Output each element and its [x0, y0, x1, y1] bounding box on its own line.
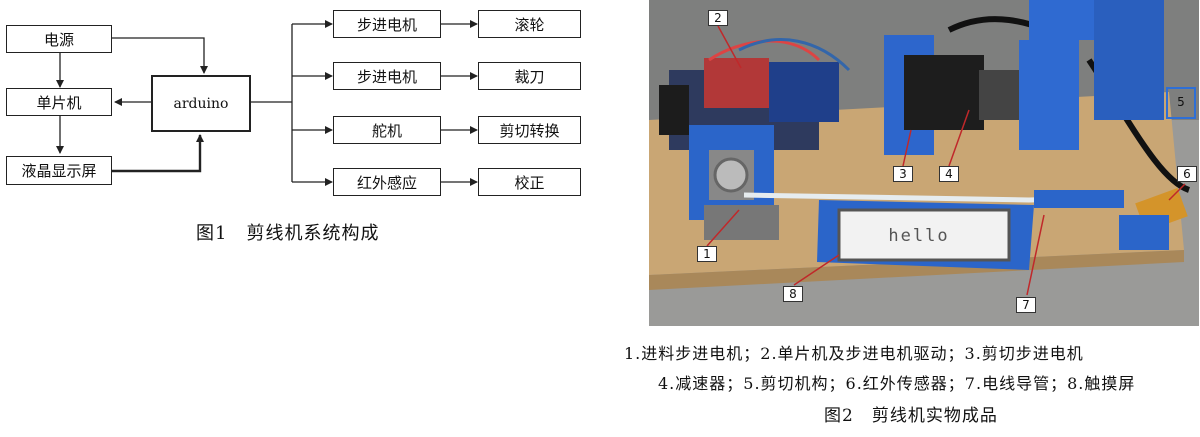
node-roller: 滚轮: [478, 10, 581, 38]
label-8: 8: [783, 286, 803, 302]
diagram-connectors: [56, 20, 478, 186]
node-arduino: arduino: [151, 75, 251, 132]
label-1: 1: [697, 246, 717, 262]
label-7: 7: [1016, 297, 1036, 313]
edge-power-arduino: [112, 37, 208, 74]
node-lcd: 液晶显示屏: [6, 156, 112, 185]
node-mcu: 单片机: [6, 88, 112, 116]
figure2-legend-line-1: 1.进料步进电机；2.单片机及步进电机驱动；3.剪切步进电机: [624, 344, 1084, 363]
label-2: 2: [708, 10, 728, 26]
figure2-legend-line-2: 4.减速器；5.剪切机构；6.红外传感器；7.电线导管；8.触摸屏: [658, 374, 1136, 393]
product-photo: hello 2 1 3 4 5 6 7 8: [649, 0, 1199, 326]
node-power: 电源: [6, 25, 112, 53]
node-cutter: 裁刀: [478, 62, 581, 90]
label-4: 4: [939, 166, 959, 182]
label-5: 5: [1177, 95, 1185, 109]
node-stepper-1: 步进电机: [333, 10, 441, 38]
figure2-caption: 图2 剪线机实物成品: [824, 406, 998, 426]
machine-illustration: [649, 0, 1199, 326]
node-servo: 舵机: [333, 116, 441, 144]
node-calibrate: 校正: [478, 168, 581, 196]
node-stepper-2: 步进电机: [333, 62, 441, 90]
label-3: 3: [893, 166, 913, 182]
edge-lcd-arduino: [112, 134, 204, 173]
label-6: 6: [1177, 166, 1197, 182]
screen-text: hello: [888, 226, 950, 246]
figure1-caption: 图1 剪线机系统构成: [196, 223, 380, 244]
node-ir-sensor: 红外感应: [333, 168, 441, 196]
node-cut-switch: 剪切转换: [478, 116, 581, 144]
system-block-diagram: 电源 单片机 液晶显示屏 arduino 步进电机 步进电机 舵机 红外感应 滚…: [0, 0, 600, 260]
